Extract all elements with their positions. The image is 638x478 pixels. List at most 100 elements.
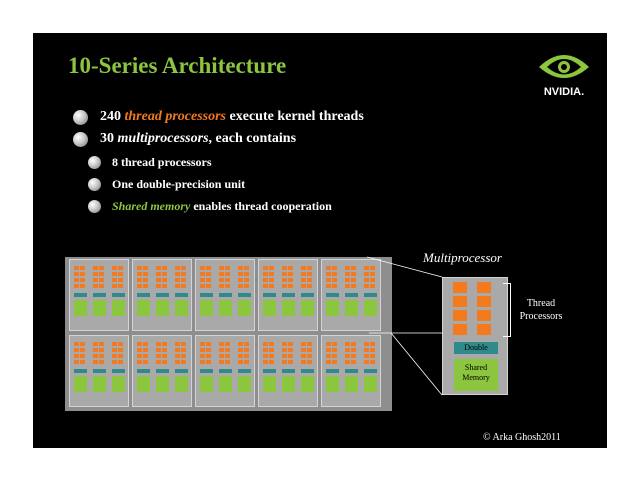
double-unit-cell [263,369,276,373]
thread-processor-cell [326,272,331,276]
shared-memory-cell [137,376,150,392]
thread-processor-cell [288,266,293,270]
thread-processor-cell [80,266,85,270]
thread-processor-cell [219,342,224,346]
thread-processor-cell [80,360,85,364]
double-unit-cell [238,369,251,373]
thread-processor-cell [162,360,167,364]
bullet-dot-icon [88,178,101,191]
thread-processor-cell [307,266,312,270]
thread-processor-cell [137,360,142,364]
thread-processor-cell [206,342,211,346]
thread-processor-cell [206,348,211,352]
thread-processor-cell [74,272,79,276]
thread-processor-cell [93,354,98,358]
thread-processor-cell [326,354,331,358]
thread-processor-cell [200,342,205,346]
shared-memory-cell [219,300,232,316]
thread-processor-cell [477,324,491,335]
thread-processor-cell [93,272,98,276]
thread-processor-cell [219,278,224,282]
bullet-text-run: 8 thread processors [112,155,212,169]
double-unit-cell [137,369,150,373]
thread-processor-cell [364,284,369,288]
bullet-text-run: , each contains [208,131,297,146]
thread-processor-cell [345,278,350,282]
thread-processor-cell [225,284,230,288]
thread-processor-cell [137,348,142,352]
thread-processor-cell [200,348,205,352]
thread-processor-cell [118,342,123,346]
slide: 10-Series Architecture NVIDIA. 240 threa… [33,33,607,448]
bullet-item: 8 thread processors [88,155,212,170]
thread-processor-cell [332,342,337,346]
cluster-block [258,259,318,331]
thread-processor-cell [118,278,123,282]
thread-processor-cell [200,360,205,364]
thread-processor-cell [225,354,230,358]
thread-processor-cell [118,354,123,358]
multiprocessor-detail: Double Shared Memory [442,277,508,395]
gpu-chip-diagram [65,257,392,411]
thread-processor-cell [453,282,467,293]
thread-processor-cell [137,278,142,282]
thread-processor-cell [326,360,331,364]
thread-processor-cell [364,354,369,358]
thread-processor-cell [288,348,293,352]
shared-memory-cell [364,376,377,392]
thread-processors-bracket [503,283,511,337]
thread-processor-cell [112,272,117,276]
thread-processor-cell [332,284,337,288]
thread-processor-cell [263,284,268,288]
thread-processor-cell [238,266,243,270]
thread-processor-cell [118,348,123,352]
thread-processor-cell [80,354,85,358]
bullet-dot-icon [88,200,101,213]
thread-processor-cell [219,266,224,270]
bullet-dot-icon [73,109,88,125]
thread-processor-cell [269,278,274,282]
thread-processor-cell [244,278,249,282]
thread-processor-cell [307,278,312,282]
shared-memory-cell [301,376,314,392]
bullet-text-run: enables thread cooperation [190,199,332,213]
double-unit-cell [238,293,251,297]
thread-processor-cell [370,278,375,282]
shared-memory-cell [238,300,251,316]
thread-processor-cell [326,266,331,270]
thread-processor-cell [453,296,467,307]
thread-processor-cell [80,272,85,276]
thread-processor-cell [244,360,249,364]
thread-processor-cell [156,354,161,358]
thread-processor-cell [326,348,331,352]
thread-processor-cell [370,348,375,352]
thread-processor-cell [137,342,142,346]
double-unit-cell [137,293,150,297]
thread-processor-cell [143,272,148,276]
shared-memory-cell [238,376,251,392]
thread-processor-cell [206,278,211,282]
thread-processor-cell [263,342,268,346]
shared-memory-cell [74,376,87,392]
thread-processor-cell [238,348,243,352]
thread-processor-cell [112,360,117,364]
copyright-footer: © Arka Ghosh2011 [483,432,561,443]
thread-processor-cell [301,348,306,352]
thread-processor-cell [477,282,491,293]
bullet-text-run: 30 [100,131,118,146]
thread-processor-cell [351,284,356,288]
thread-processor-cell [364,266,369,270]
thread-processor-cell [112,278,117,282]
cluster-block [321,335,381,407]
thread-processor-cell [74,360,79,364]
thread-processor-cell [370,354,375,358]
thread-processor-cell [301,342,306,346]
thread-processor-cell [345,272,350,276]
thread-processor-cell [244,284,249,288]
thread-processor-cell [326,278,331,282]
thread-processor-cell [143,348,148,352]
shared-memory-cell [175,300,188,316]
thread-processor-cell [162,284,167,288]
shared-memory-cell [112,300,125,316]
cluster-block [195,335,255,407]
